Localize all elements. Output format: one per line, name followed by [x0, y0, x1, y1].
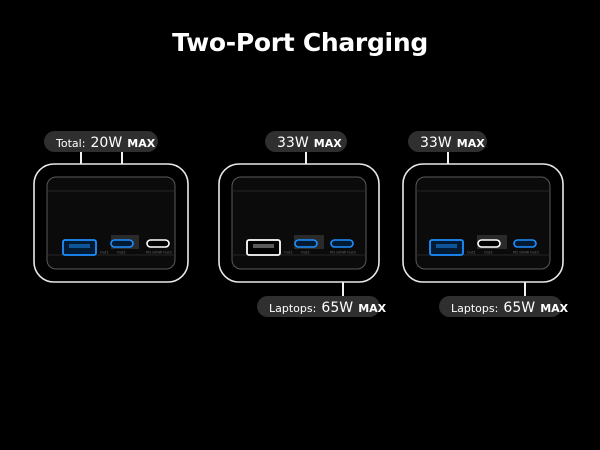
laptop-power-value: 65W: [321, 300, 354, 316]
usb-c-port-out3: [146, 239, 170, 248]
usb-c-port-out3: [513, 239, 537, 248]
total-power-label: Total:: [56, 137, 86, 150]
port-label-out1: Out1: [467, 251, 476, 255]
port-label-out3: PD 100W Out3: [146, 251, 172, 255]
port-label-out3: PD 100W Out3: [513, 251, 539, 255]
port-power-value: 33W: [277, 135, 309, 151]
charger-device-1: Out1 Out2 PD 100W Out3: [33, 163, 189, 283]
charger-device-2: Out1 Out2 PD 100W Out3: [218, 163, 380, 283]
laptop-power-value: 65W: [503, 300, 536, 316]
total-power-unit: MAX: [127, 137, 156, 150]
port-label-out2: Out2: [484, 251, 493, 255]
port-label-out1: Out1: [284, 251, 293, 255]
port-power-value: 33W: [420, 135, 452, 151]
port-power-unit: MAX: [456, 137, 485, 150]
laptop-power-pill: Laptops: 65W MAX: [439, 296, 568, 317]
total-power-value: 20W: [90, 135, 123, 151]
port-label-out1: Out1: [100, 251, 109, 255]
port-power-unit: MAX: [313, 137, 342, 150]
charger-device-3: Out1 Out2 PD 100W Out3: [402, 163, 564, 283]
laptop-power-pill: Laptops: 65W MAX: [257, 296, 386, 317]
page-title: Two-Port Charging: [172, 28, 428, 57]
port-power-pill: 33W MAX: [408, 131, 487, 152]
usb-c-port-out2: [294, 239, 318, 248]
laptop-power-label: Laptops:: [451, 302, 499, 315]
laptop-power-label: Laptops:: [269, 302, 317, 315]
total-power-pill: Total: 20W MAX: [44, 131, 158, 152]
usb-c-port-out3: [330, 239, 354, 248]
laptop-power-unit: MAX: [358, 302, 387, 315]
usb-c-port-out2: [110, 239, 134, 248]
usb-a-port-out1: [246, 239, 281, 256]
laptop-power-unit: MAX: [540, 302, 569, 315]
port-power-pill: 33W MAX: [265, 131, 347, 152]
port-label-out2: Out2: [301, 251, 310, 255]
port-label-out2: Out2: [117, 251, 126, 255]
usb-c-port-out2: [477, 239, 501, 248]
port-label-out3: PD 100W Out3: [330, 251, 356, 255]
